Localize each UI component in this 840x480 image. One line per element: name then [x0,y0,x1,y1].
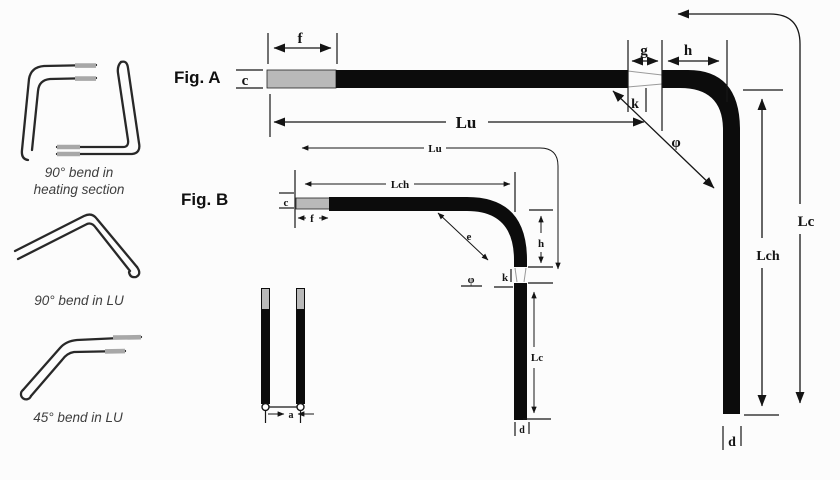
fig-b-joint-line [514,267,518,283]
straight-leg-right-cold-end [297,289,304,309]
fig-b-lu-label: Lu [428,143,441,155]
lc-dimension-line-top [677,9,801,204]
phi-label: φ [671,135,680,151]
fig-b-e-label: e [467,231,472,243]
bent-element-sketch [19,388,33,401]
fig-b-leg [514,283,527,420]
caption-90-bend-heating-line1: 90° bend in [45,165,113,180]
lu-label: Lu [456,113,477,132]
caption-90-bend-heating-line2: heating section [34,182,125,197]
fig-b-lch-label: Lch [391,179,409,191]
fig-b-d-label: d [519,425,525,436]
fig-b-c-label: c [284,197,289,209]
straight-leg-left-cold-end [262,289,269,309]
caption-45-bend-lu: 45° bend in LU [33,410,123,425]
fig-a: Fig. A f c Lu g h k φ [174,9,815,450]
fig-b-k-label: k [502,272,509,284]
fig-b-cold-end [295,197,331,210]
fig-b-joint-line [523,267,527,283]
fig-b-phi-label: φ [468,274,475,286]
fig-b: Fig. B Lu Lch c f e φ [181,143,561,436]
fig-b-bend [467,197,527,267]
bent-element-sketch [16,222,132,273]
bent-element-sketch [13,213,139,269]
bent-element-sketch [20,63,98,162]
caption-90-bend-lu: 90° bend in LU [34,293,124,308]
lc-label: Lc [798,214,815,230]
a-label: a [289,410,294,421]
fig-b-lc-label: Lc [531,352,543,364]
fig-b-e-dimension-line [437,212,489,261]
leg-end-loop [296,402,305,412]
fig-b-lu-line-right [446,147,561,270]
straight-element: a [261,288,314,423]
bent-element-sketch [55,60,130,149]
bent-element-sketch [30,76,98,152]
bent-element-sketch [55,60,141,156]
fig-a-bend-and-leg [662,70,740,414]
fig-b-title: Fig. B [181,190,228,209]
c-label: c [242,73,249,89]
bent-element-sketch [29,349,127,398]
h-label: h [684,43,693,59]
phi-dimension-line [612,90,715,189]
fig-b-h-label: h [538,238,544,250]
fig-b-f-label: f [310,213,314,225]
fig-a-cold-end [266,69,337,89]
bent-element-sketch [127,265,141,279]
bent-element-sketch [21,335,143,392]
fig-a-title: Fig. A [174,68,221,87]
f-label: f [298,31,304,47]
sidebar-example-45-bend-lu: 45° bend in LU [19,334,143,425]
straight-leg-right [296,288,305,404]
leg-end-loop [261,402,270,412]
sidebar-example-90-bend-heating: 90° bend in heating section [20,60,141,197]
fig-a-horizontal-bar [336,70,628,88]
fig-a-joint-line [627,70,663,76]
g-label: g [640,43,648,59]
straight-leg-left [261,288,270,404]
fig-a-joint-line [627,83,663,88]
d-label: d [728,435,736,450]
fig-b-horizontal-bar [329,197,467,211]
lch-label: Lch [756,249,780,264]
sidebar-example-90-bend-lu: 90° bend in LU [13,213,141,308]
